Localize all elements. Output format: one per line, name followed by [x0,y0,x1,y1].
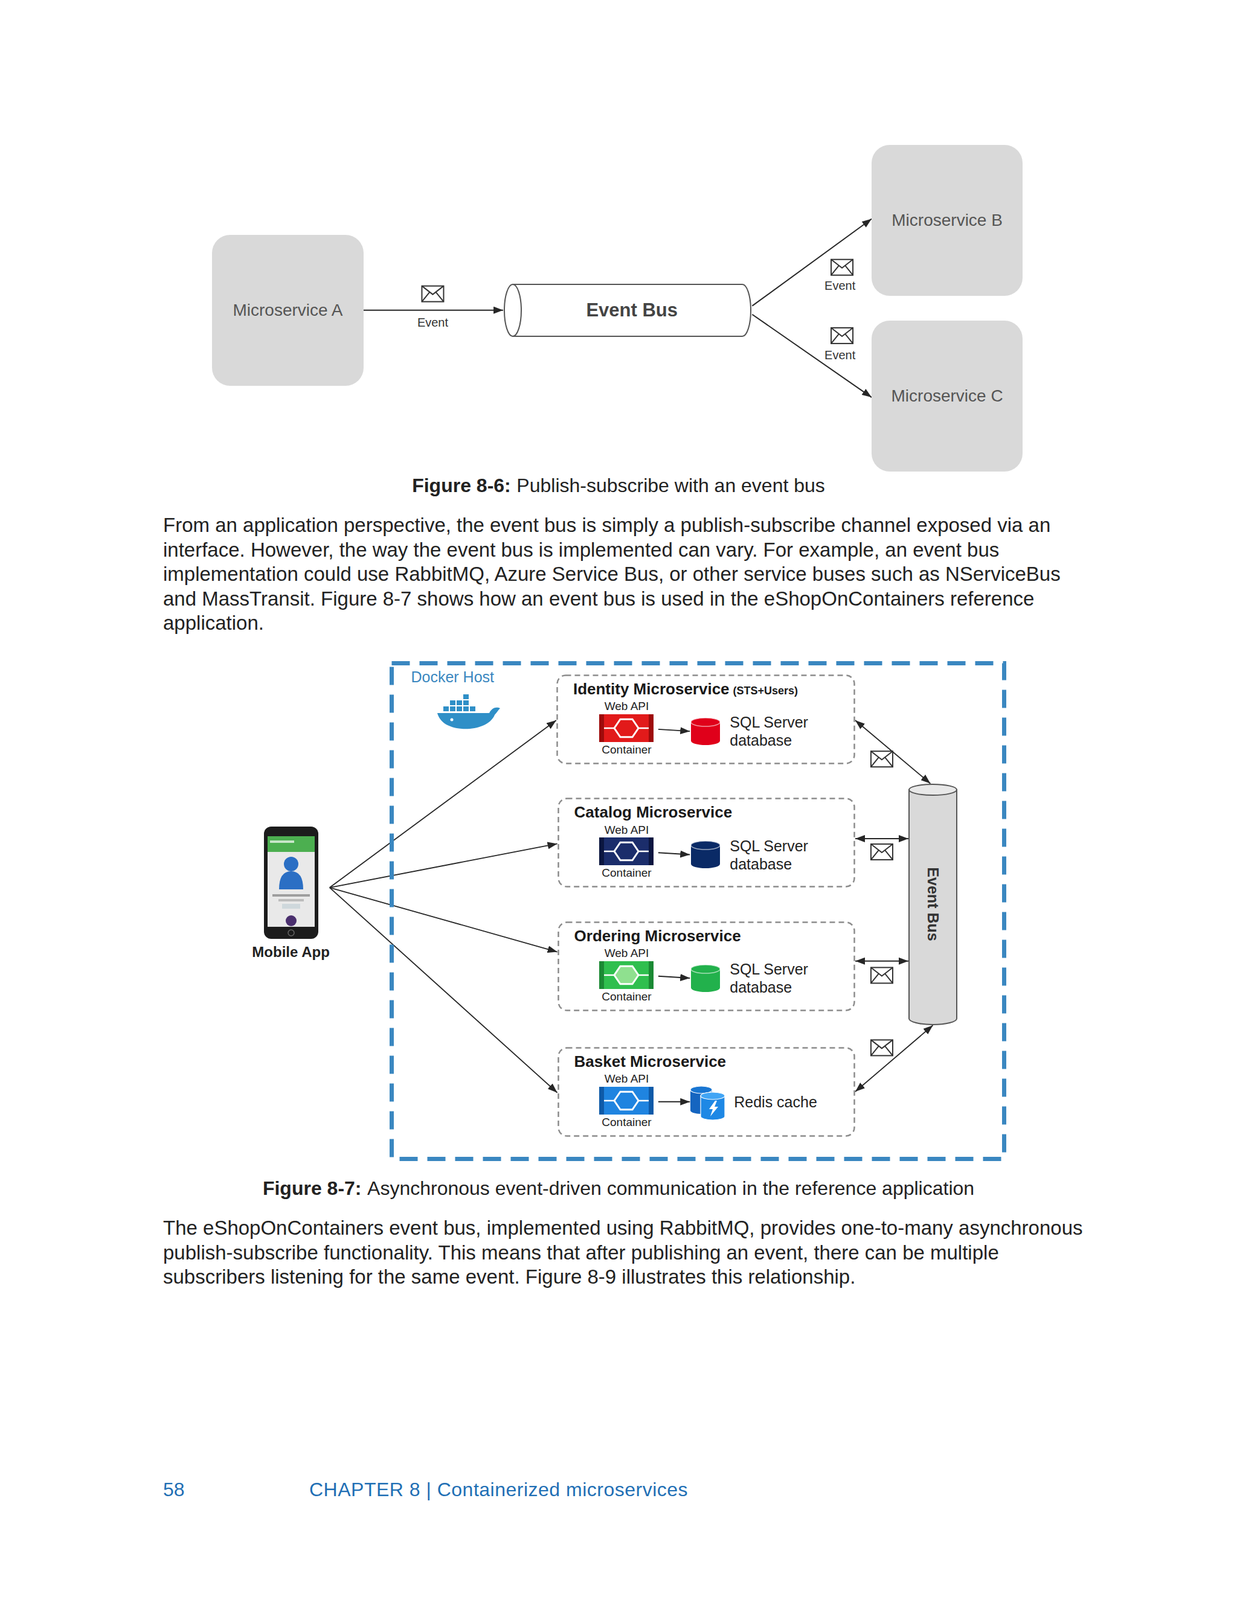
microservice-box: Web API Container Redis cache Basket Micros… [557,1047,856,1138]
container-icon [599,714,654,743]
connector-arrow [658,1101,690,1103]
container-label: Container [601,990,652,1004]
service-heading: Ordering Microservice [574,927,742,946]
container-node: Web API Container [594,700,659,757]
edge-label: Event [415,315,450,330]
figure-caption: Publish-subscribe with an event bus [516,474,826,497]
device-label: Mobile App [251,944,330,961]
database-icon [689,964,722,993]
connector-arrow [363,309,504,312]
service-heading: Basket Microservice [574,1052,727,1072]
api-label: Web API [604,1072,650,1086]
container-icon [599,961,654,990]
container-icon [599,837,654,866]
body-paragraph: The eShopOnContainers event bus, impleme… [163,1217,1083,1289]
envelope-icon [870,1040,893,1056]
figure-caption: Asynchronous event-driven communication … [367,1177,975,1200]
host-label: Docker Host [410,668,495,687]
edge-label: Event [822,348,858,362]
phone-illustration [263,826,319,940]
service-heading-row: Identity Microservice(STS+Users) [573,680,798,699]
envelope-icon [831,259,853,276]
event-bus-cylinder: Event Bus [503,283,752,338]
connector-arrow [855,720,931,784]
service-subtitle: (STS+Users) [733,684,799,698]
docker-host-region: Web APIContainerSQL Server databaseIdent… [389,661,1007,1162]
service-box: Microservice B [871,144,1023,296]
container-icon [599,1087,654,1115]
connector-arrow [855,960,909,963]
store-label: SQL Server database [729,960,821,997]
envelope-icon [870,967,893,984]
container-label: Container [601,1116,652,1130]
connector-arrow [855,1025,933,1093]
connector-arrow [658,976,690,979]
connector-arrow [658,729,690,732]
container-label: Container [601,866,652,881]
database-node: SQL Server database [689,837,821,874]
api-label: Web API [604,700,650,714]
service-heading-row: Ordering Microservice [574,927,742,946]
connector-arrow [751,218,872,306]
database-icon [689,840,722,870]
figure-number: Figure 8-6: [411,474,511,497]
container-node: Web API Container [594,1072,659,1130]
container-label: Container [601,743,652,757]
figure-number: Figure 8-7: [262,1177,362,1200]
envelope-icon [831,327,853,344]
container-node: Web API Container [594,823,659,881]
store-label: Redis cache [733,1093,818,1112]
edge-label: Event [822,279,858,293]
service-box: Microservice A [212,234,364,386]
microservice-box: Web API Container SQL Server database Catal… [557,797,856,888]
service-heading-row: Catalog Microservice [574,803,733,823]
service-heading: Identity Microservice [573,680,730,699]
database-node: SQL Server database [689,713,821,750]
service-name: Microservice B [891,210,1003,231]
connector-arrow [658,852,690,855]
page-number: 58 [163,1477,310,1503]
service-name: Microservice A [232,300,343,321]
chapter-footer: CHAPTER 8 | Containerized microservices [309,1479,688,1501]
service-box: Microservice C [871,320,1023,472]
redis-icon [689,1082,726,1122]
envelope-icon [421,286,444,303]
container-node: Web API Container [594,947,659,1004]
connector-arrow [751,314,872,398]
connector-arrow [329,887,558,952]
service-heading: Catalog Microservice [574,803,733,823]
connector-arrow [855,838,909,840]
connector-arrow [329,887,558,1094]
database-node: SQL Server database [689,960,821,997]
store-label: SQL Server database [729,837,821,874]
bus-label: Event Bus [924,867,942,942]
connector-arrow [329,843,558,888]
database-icon [689,717,722,746]
envelope-icon [870,844,893,861]
envelope-icon [870,751,893,768]
body-paragraph: From an application perspective, the eve… [163,514,1061,635]
microservice-box: Web API Container SQL Server database Ident… [556,674,856,765]
service-name: Microservice C [891,386,1004,406]
connector-arrow [329,720,557,888]
docker-whale [437,694,501,730]
cache-node: Redis cache [689,1082,818,1122]
event-bus-cylinder: Event Bus [908,783,958,1026]
api-label: Web API [604,823,650,838]
mobile-device: Mobile App [251,826,330,961]
microservice-box: Web API Container SQL Server database Order… [557,921,856,1012]
store-label: SQL Server database [729,713,821,750]
service-heading-row: Basket Microservice [574,1052,727,1072]
api-label: Web API [604,947,650,961]
bus-label: Event Bus [585,299,678,322]
